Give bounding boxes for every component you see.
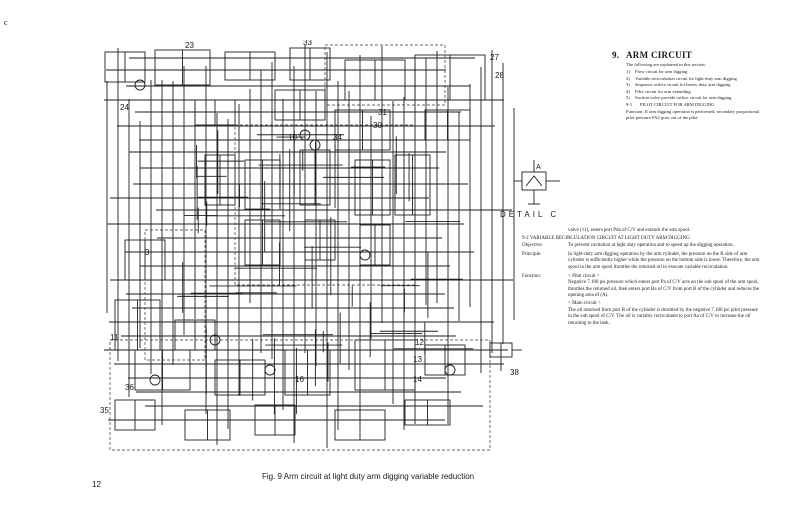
component-number: 34: [333, 133, 342, 142]
right-edge-mark: [782, 235, 787, 236]
pump-symbol: [299, 129, 311, 141]
left-edge-mark: [2, 235, 7, 236]
section-item: 3) Sequence orifice circuit for heavy-dut…: [626, 82, 762, 88]
corner-mark: c: [4, 18, 8, 27]
component-number: 36: [125, 383, 134, 392]
component-number: 38: [510, 368, 519, 377]
hydraulic-schematic: 24 23 10 11 27 28 33 34 30 31 3 12 13 14 36 38 35 16: [100, 40, 519, 451]
objective-label: Objective:: [522, 243, 543, 249]
principle-text: In light-duty arm digging operation by t…: [568, 251, 760, 270]
section-item-list: 1) Flow circuit for arm digging 2) Variable…: [626, 69, 762, 108]
pilot-heading: < Pilot circuit >: [568, 273, 600, 279]
detail-c-drawing: A: [514, 160, 560, 205]
section-item-text: Variable recirculation circuit for light…: [635, 75, 737, 81]
section-title: ARM CIRCUIT: [626, 50, 693, 60]
main-heading: < Main circuit >: [568, 300, 601, 306]
component-number: 33: [303, 40, 312, 47]
section-number: 9.: [612, 50, 620, 60]
dashed-frame: [324, 44, 446, 106]
component-number: 24: [120, 103, 129, 112]
dashed-frame: [234, 124, 416, 286]
component-number: 16: [295, 375, 304, 384]
component-number: 13: [413, 355, 422, 364]
component-number: 3: [145, 248, 150, 257]
pump-symbol: [359, 249, 371, 261]
section-item-number: 5): [626, 95, 630, 100]
pilot-text: Negative 7.100 psi pressure which enters…: [568, 280, 760, 299]
section-item: 4) Pilot circuit for arm extending: [626, 89, 762, 95]
component-number: 30: [373, 121, 382, 130]
section-item-number: 4): [626, 88, 630, 94]
section-item-text: Suction valve provide orifice circuit fo…: [635, 95, 732, 100]
function-content: < Pilot circuit > Negative 7.100 psi pre…: [568, 274, 762, 328]
component-number: 14: [413, 375, 422, 384]
section-item-number: 1): [626, 69, 630, 74]
section-item: 1) Flow circuit for arm digging: [626, 69, 762, 75]
schematic-lines: [104, 45, 515, 448]
component-number: 10: [288, 133, 297, 142]
principle-row: Principle: In light-duty arm digging ope…: [522, 252, 762, 272]
subheading: 9-2 VARIABLE RECIRCULATION CIRCUIT AT LI…: [522, 235, 690, 241]
section-block: 9. ARM CIRCUIT The following are explain…: [612, 50, 762, 121]
main-text: The oil returned from port R of the cyli…: [568, 307, 758, 326]
section-heading: 9. ARM CIRCUIT: [612, 50, 762, 60]
component-number: 35: [100, 406, 109, 415]
section-function: Function: If arm digging operation is pe…: [626, 108, 760, 120]
valve-38-drawing: [480, 342, 522, 371]
function-row: Function: < Pilot circuit > Negative 7.1…: [522, 274, 762, 328]
section-item-text: Sequence orifice circuit for heavy-duty …: [635, 82, 731, 87]
section-item-number: 2): [626, 75, 630, 81]
section-item-text: Pilot circuit for arm extending: [635, 88, 691, 94]
component-number: 28: [495, 71, 504, 80]
objective-text: To prevent cavitation at light duty oper…: [568, 243, 734, 249]
detail-letter: A: [536, 164, 541, 171]
continuation-text: valve (11), enters port Pda of C/V and e…: [568, 228, 691, 233]
section-item-number: 3): [626, 82, 630, 87]
schematic-dashed-frames: [109, 44, 491, 451]
section-intro: The following are explained in this sect…: [626, 62, 706, 67]
pump-symbol: [264, 364, 276, 376]
section-item: 5) Suction valve provide orifice circuit …: [626, 95, 762, 101]
component-number: 11: [110, 333, 119, 342]
pump-symbol: [149, 374, 161, 386]
section-item-text: PILOT CIRCUIT FOR ARM DIGGING: [640, 101, 715, 107]
component-number: 27: [490, 53, 499, 62]
component-number: 31: [378, 108, 387, 117]
principle-label: Principle:: [522, 251, 542, 257]
pump-symbol: [309, 139, 321, 151]
dashed-frame: [144, 229, 206, 361]
section-item-number: 9-1: [626, 101, 633, 107]
function-label: Function:: [522, 273, 542, 279]
lower-text-block: valve (11), enters port Pda of C/V and e…: [522, 228, 762, 327]
component-number-labels: 24 23 10 11 27 28 33 34 30 31 3 12 13 14 36 38 35 16: [100, 40, 519, 415]
objective-row: Objective: To prevent cavitation at ligh…: [522, 243, 762, 250]
pump-symbol: [134, 79, 146, 91]
pump-symbol: [444, 364, 456, 376]
component-number: 12: [415, 338, 424, 347]
figure-caption: Fig. 9 Arm circuit at light duty arm dig…: [262, 472, 475, 481]
detail-label: DETAIL C: [500, 210, 560, 219]
component-number: 23: [185, 41, 194, 50]
section-item-text: Flow circuit for arm digging: [635, 69, 688, 74]
schematic-components: [104, 47, 486, 441]
page-number: 12: [92, 480, 101, 489]
section-item: 2) Variable recirculation circuit for lig…: [626, 76, 762, 82]
section-item: 9-1 PILOT CIRCUIT FOR ARM DIGGING: [626, 102, 762, 108]
dashed-frame: [109, 339, 491, 451]
